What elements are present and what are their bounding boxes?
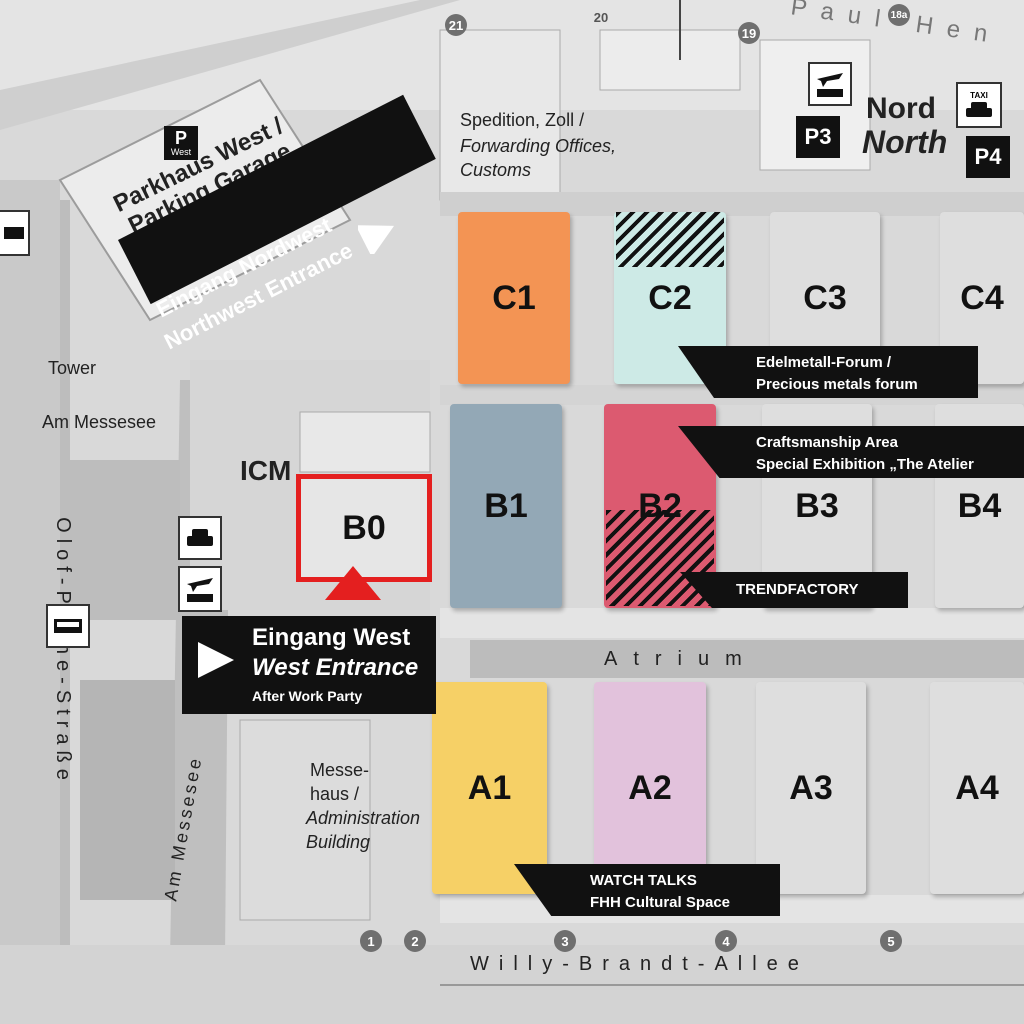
car-icon xyxy=(178,516,222,560)
hall-a4[interactable]: A4 xyxy=(930,682,1024,894)
trendfactory-callout[interactable] xyxy=(680,572,908,608)
craftsmanship-area-callout[interactable] xyxy=(678,426,1024,478)
entrance-w-event-label: After Work Party xyxy=(252,688,363,704)
messehaus-en-label-2: Building xyxy=(306,832,371,852)
messehaus-label-2: haus / xyxy=(310,784,360,804)
crafts-label-2: Special Exhibition „The Atelier xyxy=(756,456,974,473)
edelmetall-forum-callout[interactable] xyxy=(678,346,978,398)
gate-5: 5 xyxy=(880,930,902,952)
entrance-arrow-icon xyxy=(358,225,395,254)
taxi-icon: TAXI xyxy=(956,82,1002,128)
bus-icon xyxy=(46,604,90,648)
hall-c1[interactable]: C1 xyxy=(458,212,570,384)
tower-label: Tower xyxy=(48,358,97,378)
entrance-arrow-icon xyxy=(198,642,234,678)
gate-2: 2 xyxy=(404,930,426,952)
watch-talks-callout[interactable] xyxy=(514,864,780,916)
watch-talks-label-2: FHH Cultural Space xyxy=(590,894,731,911)
messehaus-en-label-1: Administration xyxy=(306,808,421,828)
gate-1: 1 xyxy=(360,930,382,952)
hall-a2[interactable]: A2 xyxy=(594,682,706,894)
spedition-en-label-1: Forwarding Offices, xyxy=(460,136,617,156)
edelmetall-label-2: Precious metals forum xyxy=(756,376,918,393)
parking-sign-label: West xyxy=(170,147,192,157)
gate-21: 21 xyxy=(445,14,467,36)
messehaus-label-1: Messe- xyxy=(310,760,370,780)
icm-label: ICM xyxy=(240,455,292,486)
parking-icon: P West xyxy=(164,126,198,160)
hall-a1[interactable]: A1 xyxy=(432,682,547,894)
hall-a3[interactable]: A3 xyxy=(756,682,866,894)
spedition-en-label-2: Customs xyxy=(460,160,532,180)
willy-brandt-allee-label: Willy-Brandt-Allee xyxy=(470,953,809,975)
gate-19: 19 xyxy=(738,22,760,44)
spedition-label: Spedition, Zoll / xyxy=(460,110,585,130)
airport-bus-icon xyxy=(808,62,852,106)
olof-palme-strasse-label: Olof-Palme-Straße xyxy=(51,517,74,786)
hall-c2-hatched-area xyxy=(616,212,724,267)
am-messesee-label: Am Messesee xyxy=(42,412,157,432)
north-label: North xyxy=(862,124,948,160)
nord-label: Nord xyxy=(866,92,936,125)
crafts-label-1: Craftsmanship Area xyxy=(756,434,898,451)
gate-18a: 18a xyxy=(888,4,910,26)
gate-3: 3 xyxy=(554,930,576,952)
gate-20: 20 xyxy=(593,9,609,25)
entrance-w-en-label: West Entrance xyxy=(252,654,419,681)
west-entrance-sign[interactable] xyxy=(182,616,436,714)
p4-parking-badge[interactable]: P4 xyxy=(966,136,1010,178)
entrance-w-de-label: Eingang West xyxy=(252,624,411,651)
taxi-label: TAXI xyxy=(970,90,988,100)
hall-b1[interactable]: B1 xyxy=(450,404,562,608)
bus-icon xyxy=(0,210,30,256)
watch-talks-label-1: WATCH TALKS xyxy=(590,872,697,889)
edelmetall-label-1: Edelmetall-Forum / xyxy=(756,354,892,371)
p3-parking-badge[interactable]: P3 xyxy=(796,116,840,158)
airport-bus-icon xyxy=(178,566,222,612)
b0-location-marker-icon xyxy=(325,566,381,600)
gate-4: 4 xyxy=(715,930,737,952)
trendfactory-label: TRENDFACTORY xyxy=(736,581,859,598)
atrium-label: Atrium xyxy=(604,648,758,670)
